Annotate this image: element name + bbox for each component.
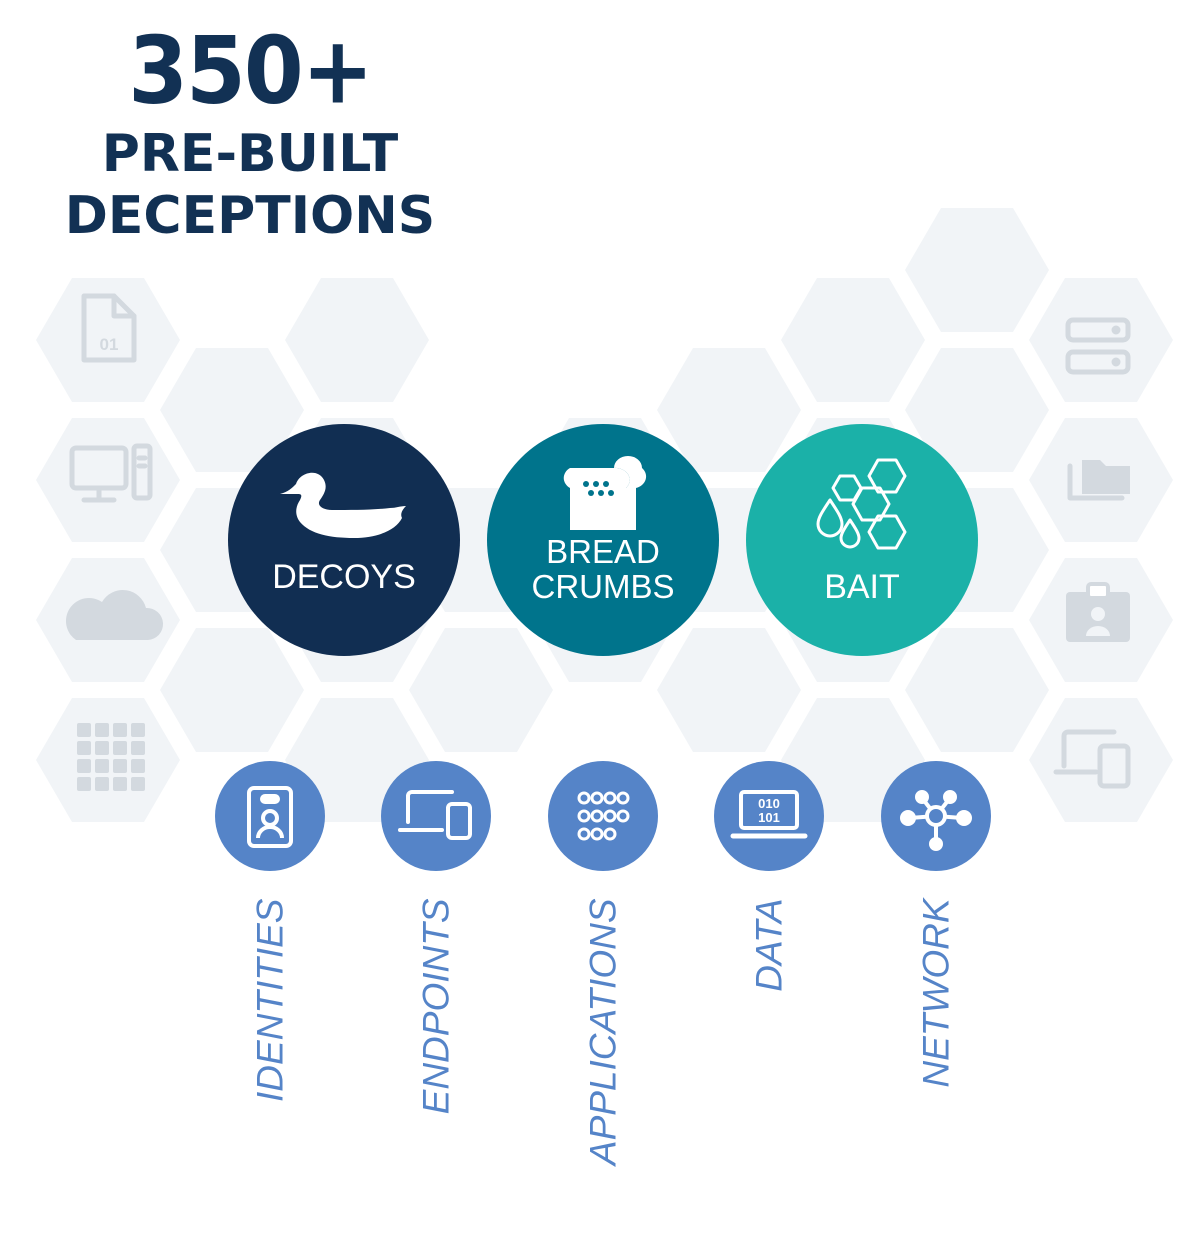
- background-hexagon: [905, 628, 1049, 752]
- folders-icon: [1067, 460, 1130, 501]
- target-data: 010 101: [714, 761, 824, 871]
- endpoints-circle: [381, 761, 491, 871]
- background-hexagon: [285, 278, 429, 402]
- id-card-icon: [1066, 582, 1130, 642]
- target-label-identities: IDENTITIES: [249, 898, 291, 1103]
- honeycomb-drops-icon: [816, 458, 907, 550]
- bread-icon: [563, 456, 647, 530]
- duck-icon: [280, 472, 406, 538]
- background-hexagon: [781, 278, 925, 402]
- svg-text:01: 01: [100, 335, 119, 354]
- target-label-network: NETWORK: [915, 898, 957, 1088]
- background-hexagon: [905, 208, 1049, 332]
- target-label-applications: APPLICATIONS: [582, 898, 624, 1166]
- deceptions-diagram: 01: [36, 208, 1173, 871]
- target-applications: [548, 761, 658, 871]
- svg-text:010: 010: [758, 796, 780, 811]
- svg-text:101: 101: [758, 810, 780, 825]
- data-circle: [714, 761, 824, 871]
- target-endpoints: [381, 761, 491, 871]
- background-hexagon: [657, 628, 801, 752]
- desktop-computer-icon: [69, 443, 153, 503]
- category-breadcrumbs: BREAD CRUMBS: [487, 424, 719, 656]
- breadcrumbs-label-line2: CRUMBS: [531, 568, 674, 605]
- identities-circle: [215, 761, 325, 871]
- background-hexagon: [160, 628, 304, 752]
- category-decoys: DECOYS: [228, 424, 460, 656]
- grid-icon: [77, 723, 145, 791]
- background-hexagon: [409, 628, 553, 752]
- file-binary-icon: 01: [81, 293, 137, 363]
- devices-icon: [1053, 729, 1131, 789]
- headline-line2: DECEPTIONS: [64, 186, 436, 246]
- bait-label: BAIT: [824, 568, 900, 606]
- binary-laptop-icon: 010 101: [730, 790, 808, 839]
- id-badge-icon: [247, 786, 293, 848]
- background-hexagon: [657, 348, 801, 472]
- deceptions-count: 350+: [128, 16, 374, 125]
- app-grid-icon: [577, 791, 630, 841]
- decoys-circle: [228, 424, 460, 656]
- breadcrumbs-circle: [487, 424, 719, 656]
- cloud-icon: [65, 590, 164, 640]
- network-node-icon: [900, 790, 972, 851]
- decoys-label: DECOYS: [272, 558, 416, 596]
- background-hexagon: [905, 348, 1049, 472]
- headline-line1: PRE-BUILT: [101, 124, 399, 184]
- category-bait: BAIT: [746, 424, 978, 656]
- bait-circle: [746, 424, 978, 656]
- background-icons: 01: [65, 293, 1131, 791]
- server-icon: [1065, 317, 1131, 375]
- breadcrumbs-label-line1: BREAD: [546, 533, 660, 570]
- background-hexagon: [36, 418, 180, 542]
- target-network: [881, 761, 991, 871]
- background-hexagon: [160, 348, 304, 472]
- devices-icon: [398, 790, 472, 840]
- background-hexagon: [36, 278, 180, 402]
- target-label-data: DATA: [748, 898, 790, 992]
- target-label-endpoints: ENDPOINTS: [415, 898, 457, 1115]
- target-identities: [215, 761, 325, 871]
